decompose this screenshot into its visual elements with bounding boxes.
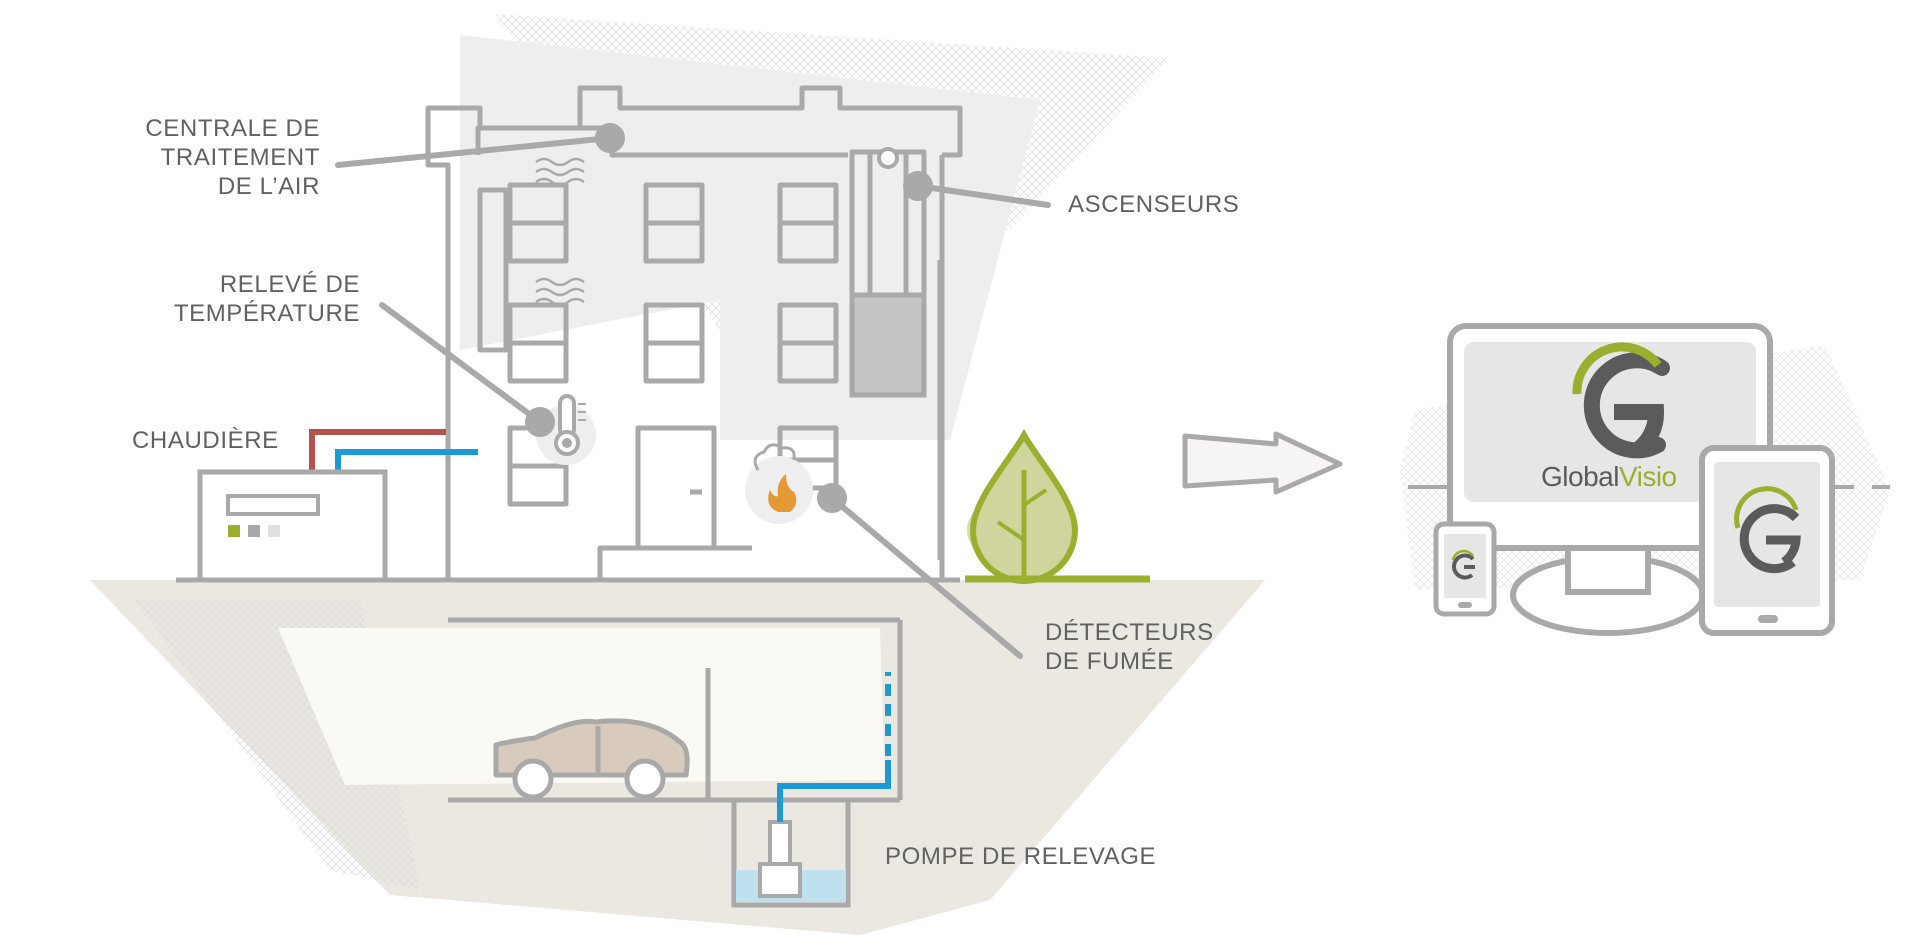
label-boiler-line1: CHAUDIÈRE: [132, 427, 279, 454]
elevator-car: [849, 147, 927, 398]
callout-lines: [335, 123, 1051, 659]
front-door: [635, 425, 717, 551]
label-air-handling-line1: CENTRALE DE: [145, 115, 320, 142]
phone: [1433, 521, 1497, 617]
arrow-right-icon: [1182, 431, 1343, 495]
label-temperature: RELEVÉ DE TEMPÉRATURE: [140, 270, 360, 328]
car-icon: [493, 718, 690, 800]
brand-name-part2: Visio: [1618, 461, 1677, 492]
label-sump-pump-line1: POMPE DE RELEVAGE: [885, 843, 1157, 870]
sump-pump: [736, 672, 891, 902]
label-elevators: ASCENSEURS: [1068, 190, 1239, 219]
label-boiler: CHAUDIÈRE: [132, 426, 279, 455]
parking-cellar: [278, 628, 885, 785]
label-sump-pump: POMPE DE RELEVAGE: [885, 842, 1156, 871]
brand-name-part1: Global: [1541, 461, 1619, 492]
brand-name: GlobalVisio: [1541, 461, 1677, 493]
label-temperature-line2: TEMPÉRATURE: [173, 300, 360, 327]
boiler: [197, 429, 478, 583]
tablet: [1699, 445, 1835, 636]
vent-waves-icon: [535, 157, 585, 307]
label-smoke-detectors-line2: DE FUMÉE: [1045, 648, 1174, 675]
basement: [448, 617, 903, 908]
label-smoke-detectors-line1: DÉTECTEURS: [1045, 619, 1214, 646]
label-air-handling-line2: TRAITEMENT: [160, 144, 320, 171]
devices: [1400, 323, 1890, 636]
label-air-handling: CENTRALE DE TRAITEMENT DE L’AIR: [120, 114, 320, 201]
windows: [507, 182, 839, 507]
tree-icon: [965, 428, 1150, 584]
label-elevators-line1: ASCENSEURS: [1068, 191, 1240, 218]
globalvisio-logo-icon: [1572, 342, 1670, 459]
label-temperature-line1: RELEVÉ DE: [219, 271, 360, 298]
label-smoke-detectors: DÉTECTEURS DE FUMÉE: [1045, 618, 1214, 676]
label-air-handling-line3: DE L’AIR: [217, 173, 320, 200]
smoke-fire-icon: [745, 443, 813, 524]
